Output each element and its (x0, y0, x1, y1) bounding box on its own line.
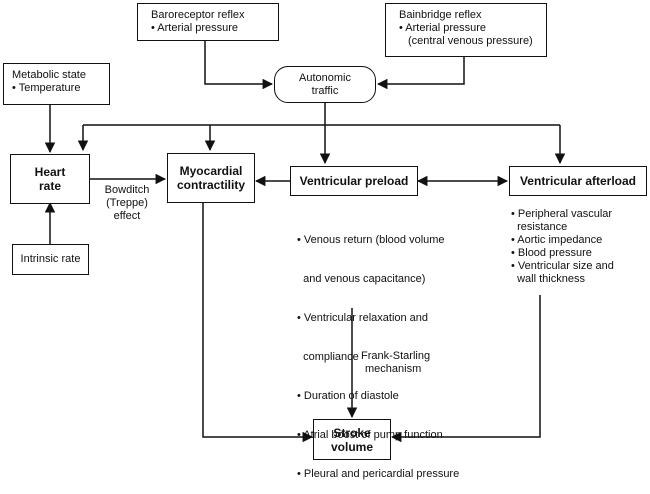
autonomic-traffic-node: Autonomic traffic (274, 66, 376, 103)
preload-factor: • Ventricular relaxation and (297, 312, 429, 324)
heart-rate-line1: Heart (34, 165, 66, 179)
preload-factor: • Atrial boost of pump function (297, 429, 443, 441)
frank-starling-label: Frank-Starling mechanism (361, 350, 430, 376)
bainbridge-title: Bainbridge reflex (399, 9, 482, 21)
preload-label: Ventricular preload (299, 174, 409, 188)
afterload-factor: • Peripheral vascular (511, 208, 613, 220)
afterload-factor: • Blood pressure (511, 247, 592, 259)
bainbridge-item-note: (central venous pressure) (408, 35, 533, 47)
stroke-volume-line2: volume (330, 439, 373, 454)
metabolic-title: Metabolic state (12, 69, 86, 81)
contractility-line1: Myocardial (179, 164, 243, 178)
metabolic-state-box: Metabolic state • Temperature (3, 63, 110, 105)
heart-rate-line2: rate (38, 179, 61, 193)
flow-connectors (44, 40, 566, 443)
heart-rate-box: Heart rate (10, 154, 90, 204)
bowditch-line1: Bowditch (104, 184, 150, 196)
frank-starling-line2: mechanism (365, 363, 422, 375)
stroke-volume-line1: Stroke (333, 425, 371, 440)
arrow-contractility-stroke-volume (202, 203, 314, 443)
preload-factor: and venous capacitance) (297, 273, 426, 285)
preload-factor: • Duration of diastole (297, 390, 399, 402)
preload-factors-list: • Venous return (blood volume and venous… (297, 208, 459, 494)
bainbridge-reflex-box: Bainbridge reflex • Arterial pressure (c… (385, 3, 547, 57)
preload-factor: • Pleural and pericardial pressure (297, 468, 460, 480)
myocardial-contractility-box: Myocardial contractility (167, 153, 255, 203)
autonomic-line1: Autonomic (299, 71, 351, 84)
stroke-volume-box: Stroke volume (313, 419, 391, 460)
afterload-factor: • Ventricular size and (511, 260, 614, 272)
baroreceptor-item: • Arterial pressure (151, 22, 238, 34)
arrow-baroreceptor-autonomic (204, 40, 274, 90)
autonomic-line2: traffic (311, 84, 339, 97)
bowditch-effect-label: Bowditch (Treppe) effect (96, 184, 158, 223)
afterload-label: Ventricular afterload (519, 174, 637, 188)
ventricular-afterload-box: Ventricular afterload (509, 166, 647, 196)
ventricular-preload-box: Ventricular preload (290, 166, 418, 196)
metabolic-item: • Temperature (12, 82, 81, 94)
preload-factor: compliance (297, 351, 359, 363)
intrinsic-rate-box: Intrinsic rate (12, 244, 89, 275)
afterload-factors-list: • Peripheral vascular resistance • Aorti… (511, 208, 614, 286)
baroreceptor-title: Baroreceptor reflex (151, 9, 245, 21)
afterload-factor: • Aortic impedance (511, 234, 603, 246)
bowditch-line3: effect (113, 210, 141, 222)
preload-factor: • Venous return (blood volume (297, 234, 445, 246)
frank-starling-line1: Frank-Starling (361, 350, 431, 362)
baroreceptor-reflex-box: Baroreceptor reflex • Arterial pressure (137, 3, 279, 41)
contractility-line2: contractility (176, 178, 245, 192)
bowditch-line2: (Treppe) (106, 197, 148, 209)
intrinsic-label: Intrinsic rate (20, 253, 81, 265)
arrow-afterload-stroke-volume (390, 295, 541, 443)
arrow-bainbridge-autonomic (376, 56, 465, 90)
afterload-factor: resistance (511, 221, 568, 233)
afterload-factor: wall thickness (511, 273, 585, 285)
bainbridge-item: • Arterial pressure (399, 22, 486, 34)
